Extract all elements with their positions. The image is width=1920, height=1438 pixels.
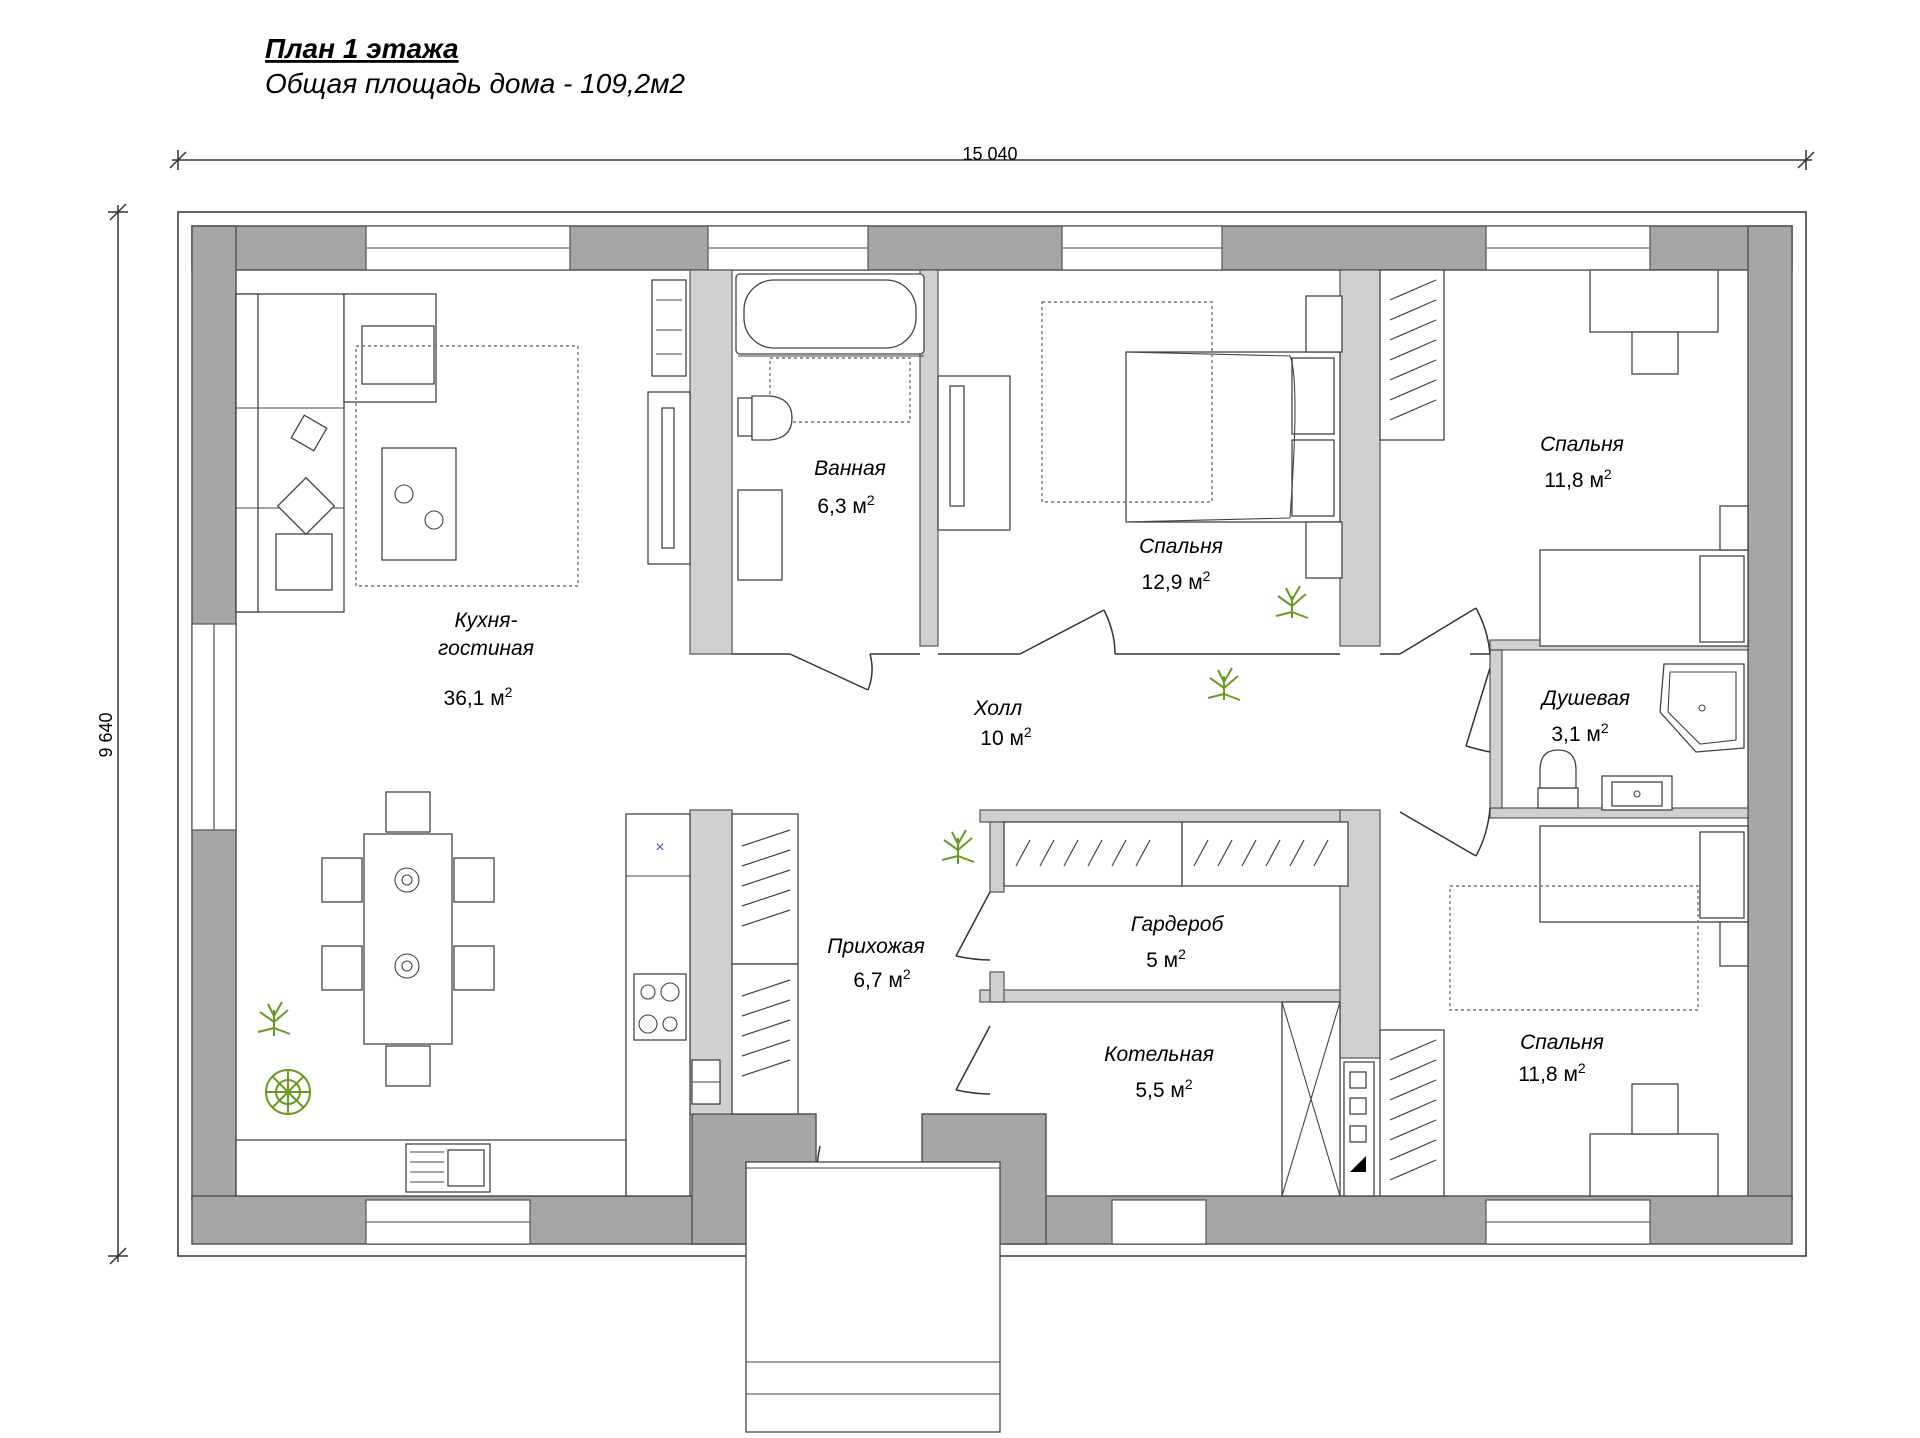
windows bbox=[191, 225, 1651, 1245]
plant-icon bbox=[265, 1069, 311, 1115]
pouf bbox=[275, 533, 333, 591]
dining-table bbox=[321, 791, 495, 1087]
svg-text:11,8 м2: 11,8 м2 bbox=[1544, 466, 1612, 492]
svg-text:12,9 м2: 12,9 м2 bbox=[1142, 568, 1211, 594]
tv-cabinet bbox=[647, 279, 691, 565]
room-bedroom-ne: Спальня 11,8 м2 bbox=[1540, 433, 1624, 492]
room-name: Спальня bbox=[1540, 433, 1624, 456]
room-area: 5 м bbox=[1146, 949, 1178, 972]
room-boiler: Котельная 5,5 м2 bbox=[1104, 1043, 1214, 1102]
bedroom-rug bbox=[1041, 301, 1213, 503]
desk-se bbox=[1589, 1083, 1719, 1197]
area-sup: 2 bbox=[867, 492, 875, 508]
plan-subtitle: Общая площадь дома - 109,2м2 bbox=[265, 68, 685, 99]
entrance-porch bbox=[745, 1161, 1001, 1433]
wardrobe-ne bbox=[1379, 269, 1445, 441]
living-rug bbox=[355, 345, 579, 587]
side-table bbox=[276, 476, 336, 536]
width-label: 15 040 bbox=[962, 144, 1017, 164]
room-area: 5,5 м bbox=[1135, 1079, 1184, 1102]
room-bedroom-center: Спальня 12,9 м2 bbox=[1139, 535, 1223, 594]
svg-text:10 м2: 10 м2 bbox=[980, 724, 1032, 750]
room-area: 12,9 м bbox=[1142, 571, 1203, 594]
kitchen-counter bbox=[235, 813, 721, 1197]
height-dimension: 9 640 bbox=[96, 203, 128, 1265]
svg-text:6,3 м2: 6,3 м2 bbox=[817, 492, 874, 518]
room-hall: Холл 10 м2 bbox=[973, 697, 1032, 750]
plant-icon bbox=[1207, 667, 1241, 701]
shower-sink bbox=[1601, 775, 1673, 811]
bathtub bbox=[735, 273, 925, 355]
area-sup: 2 bbox=[1578, 1060, 1586, 1076]
room-entrance: Прихожая 6,7 м2 bbox=[827, 935, 924, 992]
room-area: 6,7 м bbox=[853, 969, 902, 992]
width-dimension: 15 040 bbox=[169, 144, 1815, 170]
bed-se bbox=[1539, 825, 1749, 967]
fridge-cross-icon: × bbox=[655, 839, 664, 856]
room-area: 6,3 м bbox=[817, 495, 866, 518]
room-name: Кухня- bbox=[455, 609, 518, 632]
room-name: Ванная bbox=[814, 457, 886, 480]
entrance-closets bbox=[731, 813, 799, 1115]
boiler-unit bbox=[1281, 1001, 1375, 1197]
room-name: Котельная bbox=[1104, 1043, 1214, 1066]
armchair-cushion bbox=[361, 325, 435, 385]
wardrobe-closets bbox=[1003, 821, 1349, 887]
coffee-table bbox=[381, 447, 457, 561]
room-area: 11,8 м bbox=[1544, 469, 1604, 492]
room-name: Холл bbox=[973, 697, 1023, 720]
cooktop-icon bbox=[633, 973, 687, 1041]
room-area: 3,1 м bbox=[1551, 723, 1600, 746]
room-bedroom-se: Спальня 11,8 м2 bbox=[1518, 1031, 1604, 1086]
svg-text:5,5 м2: 5,5 м2 bbox=[1135, 1076, 1192, 1102]
room-name: Душевая bbox=[1540, 687, 1630, 710]
area-sup: 2 bbox=[903, 966, 911, 982]
svg-text:5 м2: 5 м2 bbox=[1146, 946, 1186, 972]
desk-ne bbox=[1589, 269, 1719, 375]
toilet bbox=[737, 395, 793, 441]
hall-closet bbox=[937, 375, 1011, 531]
plan-title: План 1 этажа bbox=[265, 33, 459, 64]
room-area: 11,8 м bbox=[1518, 1063, 1578, 1086]
svg-text:36,1 м2: 36,1 м2 bbox=[444, 684, 513, 710]
room-shower: Душевая 3,1 м2 bbox=[1540, 687, 1630, 746]
room-name: Спальня bbox=[1139, 535, 1223, 558]
shower-cabin bbox=[1659, 663, 1745, 753]
area-sup: 2 bbox=[1024, 724, 1032, 740]
plant-icon bbox=[1275, 585, 1309, 619]
room-name: Прихожая bbox=[827, 935, 924, 958]
room-kitchen-living: Кухня- гостиная 36,1 м2 bbox=[438, 609, 534, 710]
area-sup: 2 bbox=[1203, 568, 1211, 584]
shower-toilet bbox=[1537, 749, 1579, 809]
table-decor-icon bbox=[394, 484, 414, 504]
plant-icon bbox=[257, 1001, 291, 1036]
height-label: 9 640 bbox=[96, 712, 116, 757]
wardrobe-se bbox=[1379, 1029, 1445, 1197]
bed-center bbox=[1125, 295, 1343, 579]
area-sup: 2 bbox=[1185, 1076, 1193, 1092]
washbasin bbox=[737, 489, 783, 581]
table-decor-icon bbox=[424, 510, 444, 530]
area-sup: 2 bbox=[1601, 720, 1609, 736]
room-name: Гардероб bbox=[1131, 913, 1225, 936]
bed-ne bbox=[1539, 505, 1749, 647]
svg-text:3,1 м2: 3,1 м2 bbox=[1551, 720, 1608, 746]
room-bathroom: Ванная 6,3 м2 bbox=[814, 457, 886, 518]
area-sup: 2 bbox=[1178, 946, 1186, 962]
lamp-icon bbox=[290, 414, 328, 452]
plant-icon bbox=[941, 829, 975, 864]
room-wardrobe: Гардероб 5 м2 bbox=[1131, 913, 1225, 972]
area-sup: 2 bbox=[1604, 466, 1612, 482]
room-area: 36,1 м bbox=[444, 687, 505, 710]
room-area: 10 м bbox=[980, 727, 1024, 750]
room-name: Спальня bbox=[1520, 1031, 1604, 1054]
svg-text:6,7 м2: 6,7 м2 bbox=[853, 966, 910, 992]
svg-text:11,8 м2: 11,8 м2 bbox=[1518, 1060, 1586, 1086]
room-name: гостиная bbox=[438, 637, 534, 660]
area-sup: 2 bbox=[505, 684, 513, 700]
